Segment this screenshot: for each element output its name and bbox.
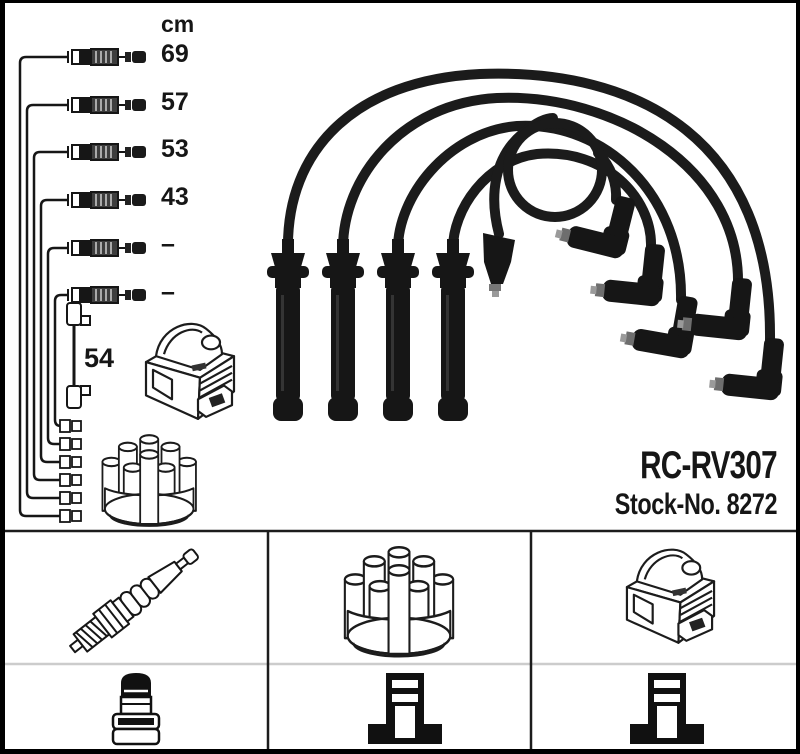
- parts-grid: [0, 529, 800, 754]
- tower-terminal-icon: [368, 673, 442, 744]
- stock-number: Stock-No. 8272: [614, 488, 778, 521]
- cable-row-connectors: [67, 48, 147, 304]
- plug-terminal-icon: [111, 673, 161, 746]
- distributor-cap-sketch-large: [343, 545, 455, 658]
- cable-length-label: 57: [161, 88, 189, 116]
- coil-wire-sketch: [66, 302, 91, 409]
- cable-length-label: –: [161, 278, 175, 306]
- bundle-end-connectors: [59, 419, 82, 523]
- coil-wire-length-label: 54: [84, 343, 115, 373]
- cable-length-label: 53: [161, 135, 189, 163]
- product-code: RC-RV307: [640, 444, 777, 487]
- product-photo: [267, 68, 787, 421]
- cable-length-label: 43: [161, 183, 189, 211]
- coil-plug-connector: [483, 233, 515, 297]
- ignition-coil-sketch-large: [625, 548, 716, 644]
- ignition-coil-sketch: [144, 322, 236, 420]
- tower-terminal-icon: [630, 673, 704, 744]
- cable-length-label: –: [161, 230, 175, 258]
- spark-plug-sketch: [62, 540, 206, 662]
- cable-length-label: 69: [161, 40, 189, 68]
- spark-plug-boots: [267, 239, 474, 421]
- length-diagram: [18, 48, 236, 527]
- unit-header: cm: [161, 11, 195, 37]
- distributor-cap-sketch: [101, 434, 197, 527]
